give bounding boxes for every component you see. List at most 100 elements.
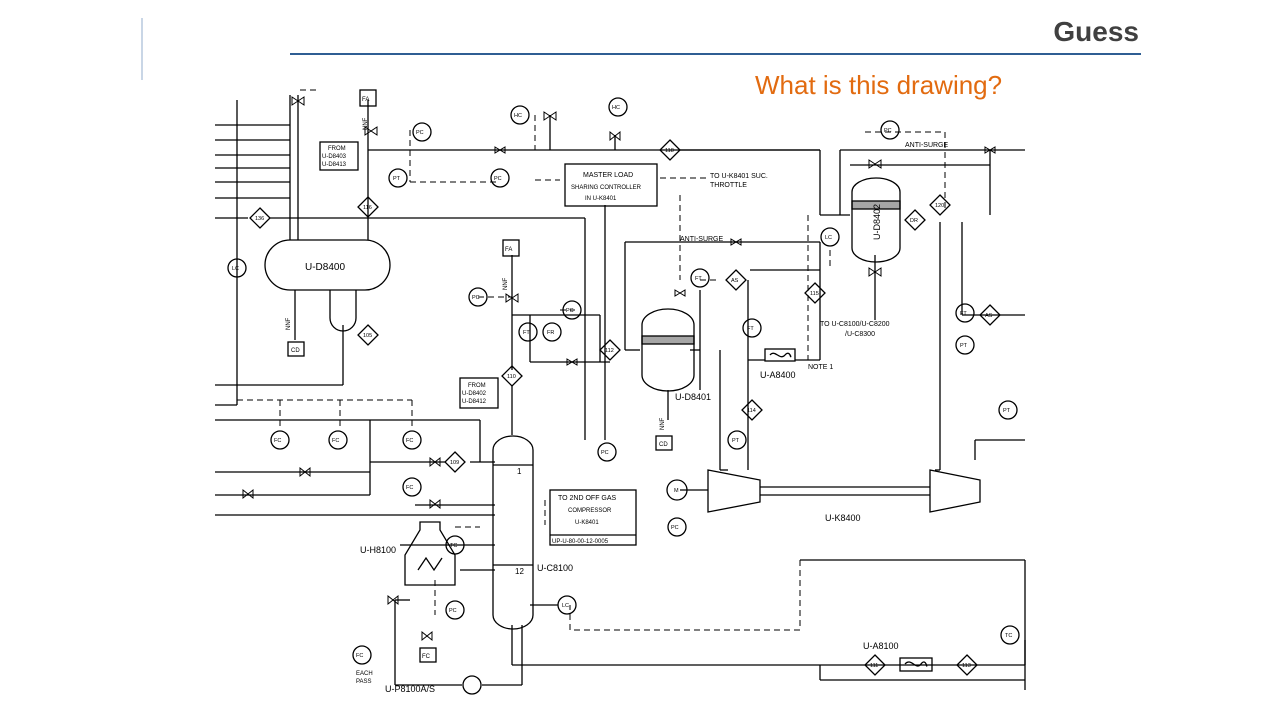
- svg-text:PASS: PASS: [356, 679, 372, 685]
- svg-text:115: 115: [810, 291, 819, 297]
- svg-text:IN U-K8401: IN U-K8401: [585, 196, 617, 202]
- diamond-120: 120: [929, 194, 951, 216]
- svg-text:CD: CD: [659, 442, 668, 448]
- label-d8402: U-D8402: [872, 204, 882, 240]
- svg-text:EACH: EACH: [356, 671, 373, 677]
- svg-text:120: 120: [935, 203, 944, 209]
- svg-text:LC: LC: [825, 235, 832, 241]
- svg-text:FT: FT: [747, 326, 754, 332]
- note-boxes: FROM U-D8403 U-D8413 FROM U-D8402 U-D841…: [286, 89, 949, 685]
- heater-h8100: U-H8100: [360, 521, 456, 586]
- label-k8400: U-K8400: [825, 513, 861, 523]
- svg-text:PT: PT: [1003, 408, 1011, 414]
- left-accent-line: [141, 18, 143, 80]
- svg-text:FT: FT: [523, 330, 530, 336]
- svg-text:ANTI-SURGE: ANTI-SURGE: [680, 236, 724, 243]
- svg-text:SHARING CONTROLLER: SHARING CONTROLLER: [571, 185, 642, 191]
- fa-box-1: FA: [362, 97, 369, 103]
- bubble-pc9: PC: [667, 517, 687, 537]
- title-rule: [290, 53, 1141, 55]
- bubble-m1: M: [666, 479, 688, 501]
- svg-text:FC: FC: [332, 438, 339, 444]
- svg-text:NNF: NNF: [503, 277, 509, 290]
- bubble-pc5: PC: [562, 300, 582, 320]
- svg-text:PT: PT: [960, 343, 968, 349]
- bubble-pt3: PT: [955, 335, 975, 355]
- svg-text:109: 109: [450, 460, 459, 466]
- vessel-d8401: U-D8401: [641, 308, 711, 402]
- svg-text:FC: FC: [356, 653, 363, 659]
- svg-text:LC: LC: [232, 266, 239, 272]
- svg-text:PC: PC: [671, 525, 679, 531]
- svg-text:COMPRESSOR: COMPRESSOR: [568, 508, 612, 514]
- diamond-as2: AS: [979, 304, 1001, 326]
- svg-text:FR: FR: [547, 330, 554, 336]
- diamond-118: 118: [659, 139, 681, 161]
- bubble-pc8: PC: [445, 600, 465, 620]
- svg-text:TO 2ND OFF GAS: TO 2ND OFF GAS: [558, 495, 617, 502]
- bubble-pt4: PT: [998, 400, 1018, 420]
- interlock-diamonds: 136 116 118 120 DR 105 112 110 AS 115 AS…: [249, 139, 1001, 676]
- svg-text:TC: TC: [1005, 633, 1012, 639]
- bubble-pt2: PT: [727, 430, 747, 450]
- svg-text:110: 110: [507, 374, 516, 380]
- label-p8100: U-P8100A/S: [385, 684, 435, 694]
- svg-text:CD: CD: [291, 348, 300, 354]
- fa-box-2: FA: [505, 247, 512, 253]
- bubble-hc2: HC: [608, 97, 628, 117]
- diamond-dr: DR: [904, 209, 926, 231]
- valves: [242, 96, 996, 642]
- bubble-pc1: PC: [412, 122, 432, 142]
- process-lines: [215, 95, 1026, 690]
- svg-text:THROTTLE: THROTTLE: [710, 182, 747, 189]
- diamond-as1: AS: [725, 269, 747, 291]
- bubble-fc4: FC: [402, 477, 422, 497]
- bubble-tc1: TC: [445, 535, 465, 555]
- diamond-114: 114: [741, 399, 763, 421]
- fc-box-6: FC: [422, 654, 431, 660]
- svg-text:116: 116: [363, 205, 372, 211]
- bubble-fc3: FC: [402, 430, 422, 450]
- bubble-ft3: FT: [742, 318, 762, 338]
- svg-text:FT: FT: [695, 276, 702, 282]
- svg-text:M: M: [674, 488, 679, 494]
- svg-text:105: 105: [363, 333, 372, 339]
- signal-lines: [237, 89, 946, 631]
- svg-text:U-K8401: U-K8401: [575, 520, 599, 526]
- svg-text:MASTER LOAD: MASTER LOAD: [583, 172, 633, 179]
- svg-text:HC: HC: [514, 113, 522, 119]
- svg-text:FT: FT: [960, 311, 967, 317]
- bubble-fc2: FC: [328, 430, 348, 450]
- bubble-lc1: LC: [227, 258, 247, 278]
- svg-text:FROM: FROM: [328, 146, 346, 152]
- svg-text:FROM: FROM: [468, 383, 486, 389]
- svg-text:112: 112: [605, 348, 614, 354]
- svg-text:PC: PC: [566, 308, 574, 314]
- bubble-hc1: HC: [510, 105, 530, 125]
- cooler-a8100: U-A8100: [863, 641, 933, 672]
- svg-text:113: 113: [962, 663, 971, 669]
- label-a8100: U-A8100: [863, 641, 899, 651]
- svg-text:U-D8413: U-D8413: [322, 162, 347, 168]
- label-a8400: U-A8400: [760, 370, 796, 380]
- label-c8100: U-C8100: [537, 563, 573, 573]
- svg-text:NNF: NNF: [286, 317, 292, 330]
- svg-text:TO U-C8100/U-C8200: TO U-C8100/U-C8200: [820, 321, 890, 328]
- bubble-fc5: FC: [352, 645, 372, 665]
- svg-text:114: 114: [747, 408, 756, 414]
- diamond-111: 111: [864, 654, 886, 676]
- label-d8401: U-D8401: [675, 392, 711, 402]
- svg-text:NNF: NNF: [363, 117, 369, 130]
- drum-d8400: U-D8400: [264, 239, 391, 332]
- svg-text:FC: FC: [406, 485, 413, 491]
- svg-text:PC: PC: [416, 130, 424, 136]
- bubble-tc2: TC: [1000, 625, 1020, 645]
- cooler-a8400: U-A8400 NOTE 1: [760, 348, 833, 380]
- tray-1: 1: [517, 467, 522, 476]
- bubble-fr1: FR: [542, 322, 562, 342]
- bubble-ft2: FT: [690, 268, 710, 288]
- svg-text:PC: PC: [884, 128, 892, 134]
- svg-text:136: 136: [255, 216, 264, 222]
- diamond-113: 113: [956, 654, 978, 676]
- tray-12: 12: [515, 567, 524, 576]
